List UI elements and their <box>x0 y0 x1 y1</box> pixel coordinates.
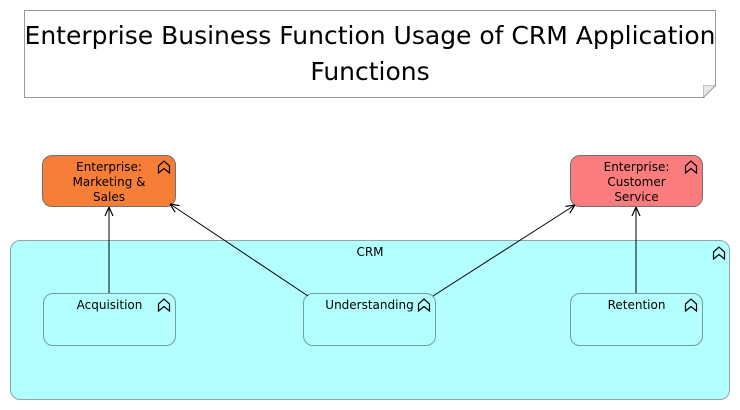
customer-service-label: Enterprise: Customer Service <box>603 160 670 204</box>
function-icon <box>712 246 726 260</box>
enterprise-marketing-sales-function[interactable]: Enterprise: Marketing & Sales <box>42 155 176 207</box>
understanding-function[interactable]: Understanding <box>303 293 436 346</box>
function-icon <box>417 298 431 312</box>
retention-function[interactable]: Retention <box>570 293 703 346</box>
function-icon <box>684 298 698 312</box>
acquisition-label: Acquisition <box>76 298 143 312</box>
acquisition-function[interactable]: Acquisition <box>43 293 176 346</box>
crm-label: CRM <box>356 245 384 259</box>
diagram-title-note <box>24 10 716 98</box>
function-icon <box>157 298 171 312</box>
enterprise-customer-service-function[interactable]: Enterprise: Customer Service <box>570 155 703 207</box>
marketing-sales-label: Enterprise: Marketing & Sales <box>72 160 146 204</box>
understanding-label: Understanding <box>325 298 414 312</box>
retention-label: Retention <box>607 298 666 312</box>
diagram-title: Enterprise Business Function Usage of CR… <box>24 21 716 86</box>
note-fold-corner <box>703 85 716 98</box>
function-icon <box>157 160 171 174</box>
function-icon <box>684 160 698 174</box>
